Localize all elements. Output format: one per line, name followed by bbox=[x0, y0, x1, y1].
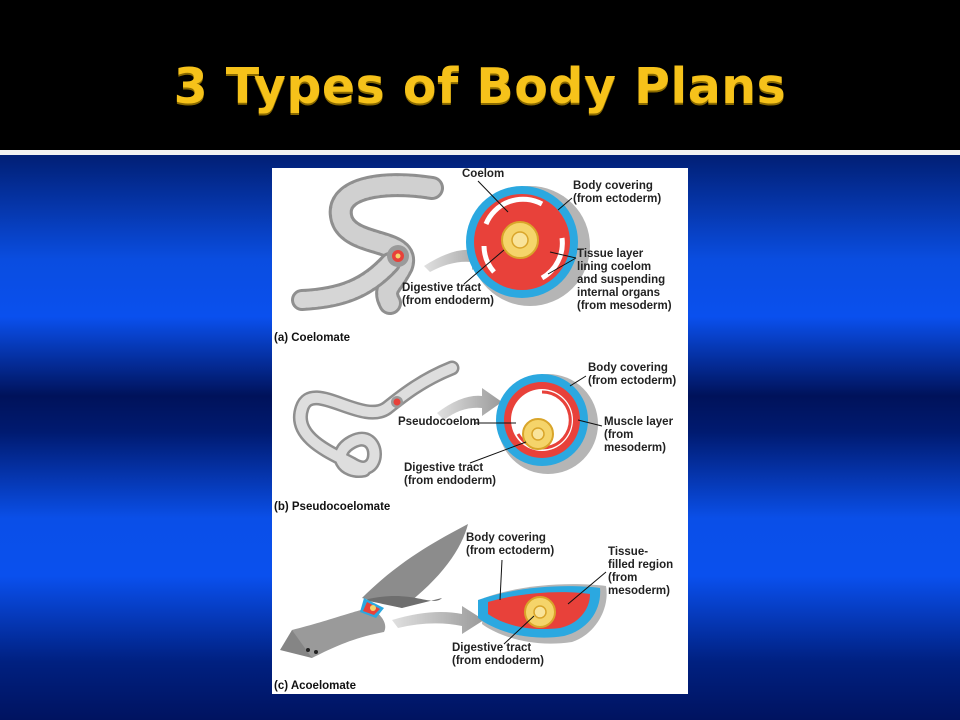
label-body-covering-b: Body covering (from ectoderm) bbox=[588, 362, 677, 387]
pseudocoelomate-cross-section bbox=[496, 374, 598, 474]
roundworm-illustration bbox=[292, 360, 460, 478]
arrow-icon bbox=[392, 606, 484, 634]
body-plans-figure: Coelom Body covering (from ectoderm) Tis… bbox=[272, 168, 688, 694]
caption-acoelomate: (c) Acoelomate bbox=[274, 680, 357, 692]
leader-lines-c bbox=[499, 559, 607, 645]
label-body-covering-a: Body covering (from ectoderm) bbox=[573, 180, 662, 205]
earthworm-illustration bbox=[291, 173, 444, 315]
slide-header bbox=[0, 0, 960, 150]
label-muscle-layer: Muscle layer (from mesoderm) bbox=[604, 416, 674, 454]
acoelomate-cross-section bbox=[478, 584, 607, 644]
panel-acoelomate bbox=[280, 524, 607, 658]
label-tissue-layer-a: Tissue layer lining coelom and suspendin… bbox=[577, 248, 672, 312]
body-plans-diagram bbox=[280, 173, 607, 658]
caption-coelomate: (a) Coelomate bbox=[274, 332, 351, 344]
coelomate-cross-section bbox=[466, 186, 590, 306]
label-body-covering-c: Body covering (from ectoderm) bbox=[466, 532, 555, 557]
label-digestive-tract-c: Digestive tract (from endoderm) bbox=[452, 642, 544, 667]
label-pseudocoelom: Pseudocoelom bbox=[398, 416, 480, 428]
panel-pseudocoelomate bbox=[292, 360, 603, 478]
label-digestive-tract-a: Digestive tract (from endoderm) bbox=[402, 282, 494, 307]
flatworm-illustration bbox=[280, 524, 468, 658]
arrow-icon bbox=[437, 388, 502, 420]
slide-title: 3 Types of Body Plans bbox=[173, 58, 787, 115]
header-divider bbox=[0, 150, 960, 155]
caption-pseudocoelomate: (b) Pseudocoelomate bbox=[274, 501, 391, 513]
label-tissue-filled-region: Tissue- filled region (from mesoderm) bbox=[608, 546, 674, 597]
panel-coelomate bbox=[291, 173, 590, 315]
label-coelom: Coelom bbox=[462, 168, 505, 180]
leader-lines-b bbox=[469, 375, 603, 464]
label-digestive-tract-b: Digestive tract (from endoderm) bbox=[404, 462, 496, 487]
leader-lines-a bbox=[463, 180, 577, 285]
